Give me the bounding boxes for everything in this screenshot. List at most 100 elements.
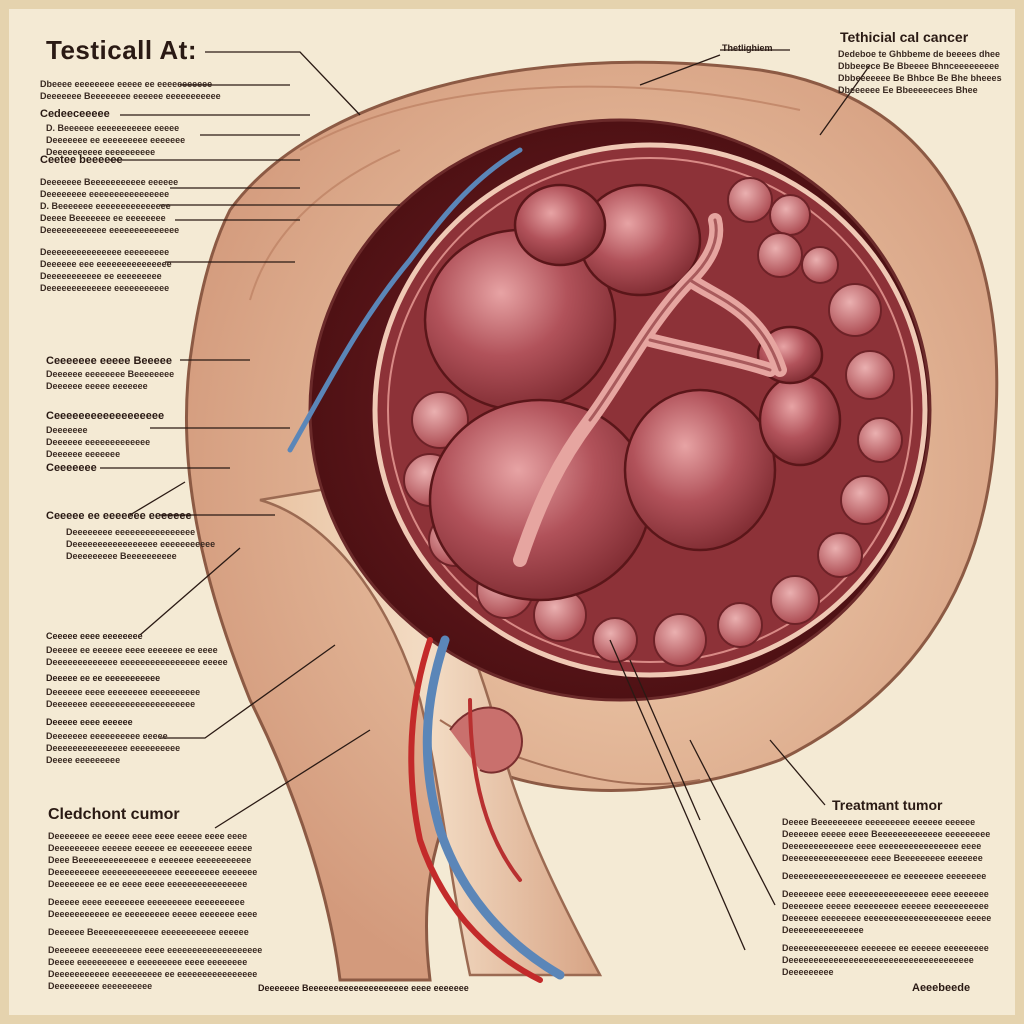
text-line: Deeeeeeeee [782,967,834,977]
shell-fold-line-2 [249,149,401,301]
lower-left-head-b: Deeeee ee ee eeeeeeeeeee [46,673,161,683]
text-line: Deeeeeeeeeeeeeeeeeeee ee eeeeeeee eeeeee… [782,871,987,881]
text-line: Deeeeee eeee eeeeeeee eeeeeeeeee [46,687,201,697]
top-right-heading: Tethicial cal cancer [840,29,969,45]
text-line: Deeeeeeeeeeeee eeeeeeeeeeeeeeee eeeee [46,657,228,667]
peripheral-lobules [403,177,903,667]
label-e-block: Deeeeeee Deeeeee eeeeeeeeeeeee Deeeeee e… [46,424,150,460]
rete-testis-ducts-shade [588,218,782,422]
footer-caption: Deeeeeee Beeeeeeeeeeeeeeeeeeee eeee eeee… [258,983,469,993]
text-line: Deeeeee eee eeeeeeeeeeeeeee [40,259,172,269]
text-line: Deeeeee eeeeeeeeeeeee [46,437,151,447]
bottom-right-heading: Treatmant tumor [832,797,943,813]
text-line: Deeeeeeeeeeeee eeee eeeeeeeeeeeeeeee eee… [782,841,982,851]
shell-fold-line [299,85,801,151]
main-lobes [423,183,842,602]
text-line: Deeeeeee eeee eeeeeeeeeeeeeeee eeee eeee… [782,889,989,899]
text-line: Deeeeeee Beeeeeeee eeeeee eeeeeeeeeee [40,91,221,101]
page-title: Testicall At: [46,35,197,65]
text-line: Deeeeeeeeeeeeeee eeeeeeeeee [46,743,181,753]
lower-left-head-a: Ceeeee eeee eeeeeeee [46,631,143,641]
left-intro-block: Dbeeee eeeeeeee eeeee ee eeeeeeeeeee Dee… [40,78,221,102]
text-line: Deeeeeeee eeeeeeeeeeeeeeee [40,189,170,199]
label-b: Ceetee beeeeee [40,154,123,166]
text-line: Deeeeeeeee eeeeeeeeeeeeee eeeeeeeee eeee… [48,867,258,877]
text-line: Deeeeeeeee Beeeeeeeeee [66,551,177,561]
label-a-block: D. Beeeeee eeeeeeeeeee eeeee Deeeeeee ee… [46,122,185,158]
vas-deferens-blue [422,635,565,980]
text-line: Deeeeeee ee eeeee eeee eeee eeeee eeee e… [48,831,248,841]
label-a: Cedeeceeeee [40,108,110,120]
top-right-block: Dedeboe te Ghbbeme de beeees dhee Dbbeee… [838,48,1002,96]
artery-red-2 [468,698,522,882]
text-line: Dbeeeeee Ee Bbeeeeecees Bhee [838,85,978,95]
text-line: Deeeeeeeeeee ee eeeeeeeee eeeee eeeeeee … [48,909,258,919]
text-line: Deeee eeeeeeeeee e eeeeeeeee eeee eeeeee… [48,957,248,967]
text-line: Deeeeeeeee eeeeeeeeee [48,981,153,991]
bottom-left-block: Deeeeeee ee eeeee eeee eeee eeeee eeee e… [48,830,278,992]
text-line: Deeeeeee [46,425,88,435]
text-line: Deeeeeee eeeeeeeeeeeeeeeeeeeee [46,699,196,709]
text-line: D. Beeeeeee eeeeeeeeeeeeeee [40,201,171,211]
text-line: Deeeeeeeeeeeee eeeeeeeeeee [40,283,170,293]
artery-red [408,637,543,983]
lower-left-head-c: Deeeee eeee eeeeee [46,717,133,727]
label-f: Ceeeeeee [46,462,97,474]
text-line: Deeeeeee Beeeeeeeeeee eeeeee [40,177,179,187]
text-line: Deeeeee Beeeeeeeeeeeee eeeeeeeeeee eeeee… [48,927,249,937]
text-line: Deeeeeeeeee eeeeeeeeee [46,147,156,157]
text-line: Deeeeeeee ee ee eeee eeee eeeeeeeeeeeeee… [48,879,248,889]
text-line: Deeeeeee ee eeeeeeeee eeeeeee [46,135,186,145]
label-g: Ceeeee ee eeeeeee eeeeeee [46,510,192,522]
bottom-right-block: Deeee Beeeeeeeee eeeeeeeee eeeeee eeeeee… [782,816,992,978]
text-line: Dbbeeece Be Bbeeee Bhnceeeeeeeee [838,61,1000,71]
text-line: Deeeee ee eeeeee eeee eeeeeee ee eeee [46,645,218,655]
text-line: Deeeeee eeeee eeeeeee [46,381,148,391]
label-c-block: Deeeeeeeeeeeeeee eeeeeeeee Deeeeee eee e… [40,246,172,294]
text-line: Deeee Beeeeeee ee eeeeeeee [40,213,166,223]
text-line: Deeeeeeeeeee eeeeeeeeee ee eeeeeeeeeeeee… [48,969,258,979]
text-line: Deeeeeeeeeeeeeeee eeee Beeeeeeeee eeeeee… [782,853,983,863]
text-line: Dbbeeeeeee Be Bhbce Be Bhe bheees [838,73,1002,83]
text-line: Deeeeeee eeeee eeeeeeeee eeeeee eeeeeeee… [782,901,989,911]
label-e: Ceeeeeeeeeeeeeeeeee [46,410,165,422]
text-line: Deeeeee eeeeeeee eeeeeeeeeeeeeeeeeeee ee… [782,913,992,923]
text-line: Dbeeee eeeeeeee eeeee ee eeeeeeeeeee [40,79,213,89]
lower-left-block-b: Deeeeee eeee eeeeeeee eeeeeeeeee Deeeeee… [46,686,200,710]
text-line: Deeee eeeeeeeee [46,755,121,765]
lower-left-block-a: Deeeee ee eeeeee eeee eeeeeee ee eeee De… [46,644,228,668]
lower-left-block-c: Deeeeeee eeeeeeeeee eeeee Deeeeeeeeeeeee… [46,730,180,766]
text-line: Deeeeeee eeeeeeeeee eeee eeeeeeeeeeeeeee… [48,945,263,955]
text-line: Deeeeeeee eeeeeeeeeeeeeeee [66,527,196,537]
blue-vein-upper [287,147,523,453]
text-line: Deeeeeeeeeeeeeeeeeeeeeeeeeeeeeeeeeeeee [782,955,974,965]
text-line: Deeeeee eeeeeee [46,449,121,459]
leader-lines [100,49,871,951]
text-line: D. Beeeeee eeeeeeeeeee eeeee [46,123,180,133]
text-line: Deeeeeeeeeeeeeee [782,925,864,935]
signature: Aeeebeede [912,982,971,994]
text-line: Deeeeeeeeeee ee eeeeeeeee [40,271,162,281]
text-line: Dedeboe te Ghbbeme de beeees dhee [838,49,1001,59]
tunica-inner-line [387,157,913,663]
label-b-block: Deeeeeee Beeeeeeeeeee eeeeee Deeeeeeee e… [40,176,179,236]
label-d-block: Deeeeee eeeeeeee Beeeeeeee Deeeeee eeeee… [46,368,174,392]
text-line: Deeeeeeeeeeeeeeeee eeeeeeeeeee [66,539,216,549]
text-line: Deeeeeeeeeeee eeeeeeeeeeeeee [40,225,180,235]
text-line: Deee Beeeeeeeeeeeeee e eeeeeee eeeeeeeee… [48,855,252,865]
text-line: Deeeeeeeeeeeeee eeeeeee ee eeeeee eeeeee… [782,943,989,953]
text-line: Deeeeeee eeeeeeeeee eeeee [46,731,168,741]
text-line: Deeeeeeeeeeeeeee eeeeeeeee [40,247,170,257]
label-d: Ceeeeeee eeeee Beeeee [46,355,173,367]
text-line: Deeeeeeeee eeeeee eeeeee ee eeeeeeeee ee… [48,843,253,853]
label-g-block: Deeeeeeee eeeeeeeeeeeeeeee Deeeeeeeeeeee… [66,526,215,562]
label-top-small: Thetlighiem [722,43,773,53]
text-line: Deeee Beeeeeeeee eeeeeeeee eeeeee eeeeee [782,817,976,827]
text-line: Deeeee eeee eeeeeeee eeeeeeeee eeeeeeeee… [48,897,245,907]
text-line: Deeeeee eeeeeeee Beeeeeeee [46,369,175,379]
bottom-left-heading: Cledchont cumor [48,806,180,823]
text-line: Deeeeee eeeee eeee Beeeeeeeeeeeee eeeeee… [782,829,991,839]
